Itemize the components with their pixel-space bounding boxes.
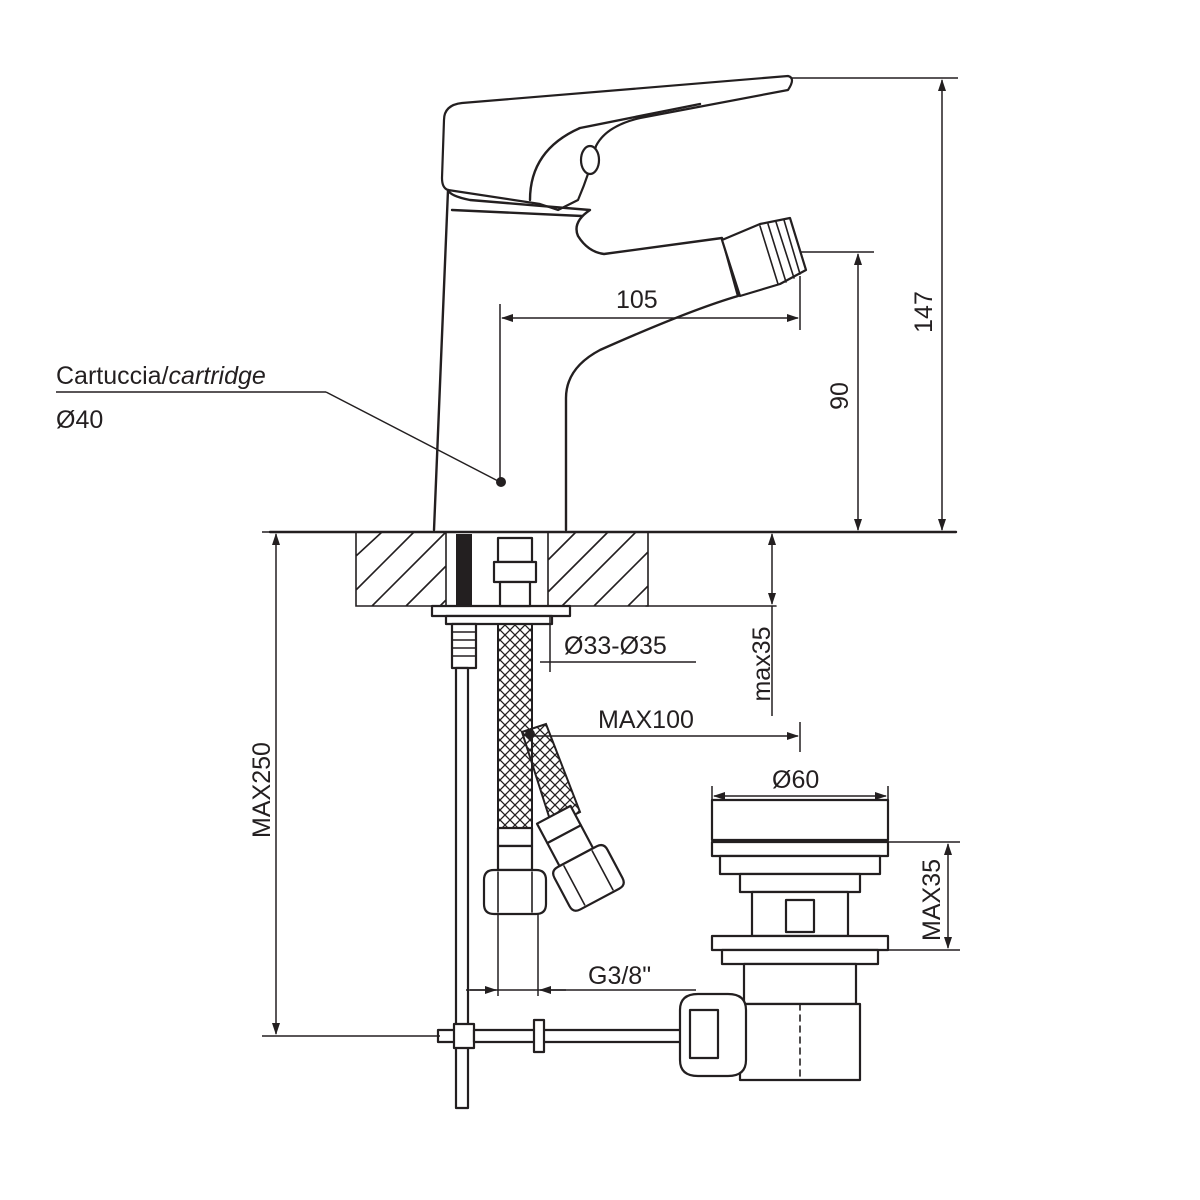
dimension-labels: Cartuccia/cartridge Ø40 105 147 90 Ø33-Ø… [56, 286, 946, 990]
hoses [482, 536, 625, 916]
waste-cap [710, 798, 890, 842]
deck-hatch-right [547, 531, 649, 607]
countertop [268, 530, 958, 626]
label-spout-reach: 105 [616, 286, 658, 314]
hose-fitting-angled [535, 804, 625, 912]
body-outline [432, 188, 740, 532]
waste-pivot-housing [678, 992, 748, 1078]
lever-handle [440, 74, 794, 212]
label-cartridge: Cartuccia/cartridge [56, 362, 266, 390]
label-below-deck: MAX250 [248, 742, 276, 838]
threaded-shank [456, 534, 472, 606]
body-collar-line [450, 208, 584, 218]
label-hose-length: MAX100 [598, 706, 694, 734]
label-thread: G3/8" [588, 962, 651, 990]
label-hole-diameter: Ø33-Ø35 [564, 632, 667, 660]
braided-hose-angled [520, 722, 582, 828]
lever-pivot [579, 144, 601, 176]
hose-upper-fitting [492, 536, 538, 608]
spout-nozzle [720, 216, 808, 298]
label-deck-thickness: max35 [748, 626, 776, 701]
label-waste-diameter: Ø60 [772, 766, 819, 794]
pop-up-rod [436, 622, 686, 1110]
hose-fitting-straight [482, 826, 548, 916]
lever-inner-curve [528, 102, 702, 202]
faucet-body [432, 74, 808, 532]
waste-drain [678, 798, 890, 1082]
label-cartridge-diameter: Ø40 [56, 406, 103, 434]
label-waste-height: MAX35 [918, 859, 946, 941]
braided-hose-straight [497, 623, 533, 831]
label-total-height: 147 [910, 291, 938, 333]
deck-hatch-left [355, 531, 447, 607]
label-spout-height: 90 [826, 382, 854, 410]
dimension-lines [56, 77, 960, 1037]
